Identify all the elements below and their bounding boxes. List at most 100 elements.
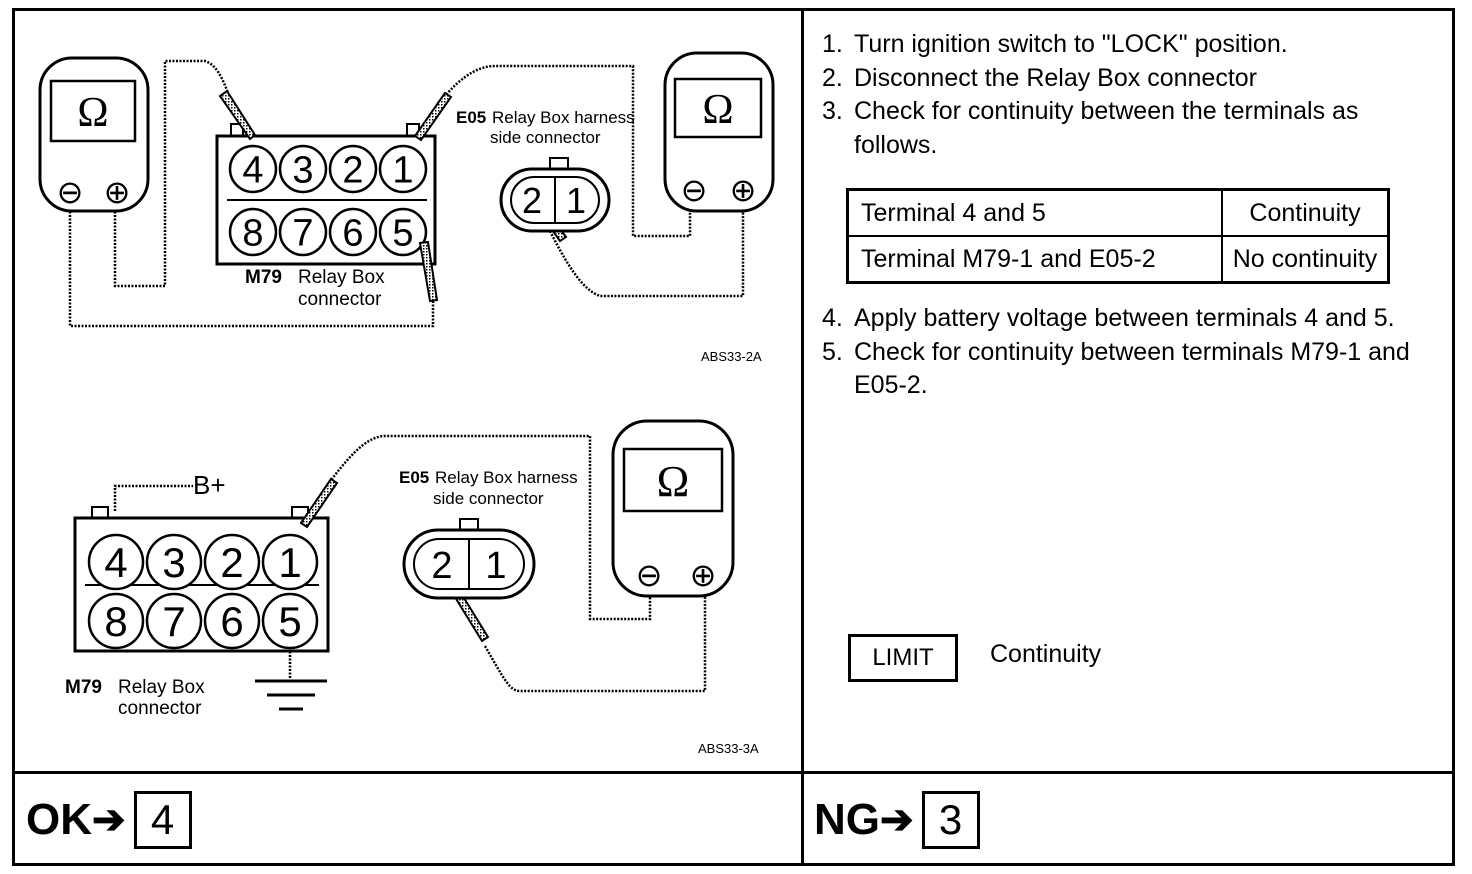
ok-step-link[interactable]: 4 [133, 791, 192, 849]
table-cell: No continuity [1221, 235, 1390, 284]
top-connector-pin-circle [378, 144, 428, 194]
bottom-connector-pin-circle [145, 592, 203, 650]
top-wire-minus-to-5 [68, 194, 435, 328]
bottom-connector-id: M79 [65, 677, 102, 698]
ok-label: OK [26, 795, 92, 844]
bottom-connector-name2: connector [118, 698, 202, 719]
top-connector-pin-label: 3 [292, 150, 313, 192]
table-cell: Terminal M79-1 and E05-2 [846, 235, 1223, 284]
battery-label: B+ [193, 470, 226, 500]
top-left-meter-plus-icon: ⊕ [104, 173, 131, 211]
instruction-step: 5.Check for continuity between terminals… [822, 336, 1442, 403]
step-text: Turn ignition switch to "LOCK" position. [854, 30, 1288, 58]
bottom-figure-code: ABS33-3A [698, 741, 759, 756]
bottom-wire-b-plus [113, 484, 193, 511]
top-connector-pin-circle [378, 207, 428, 257]
top-probe-4 [218, 89, 257, 141]
limit-value: Continuity [990, 640, 1102, 668]
top-left-meter-omega: Ω [77, 90, 108, 136]
page-frame [12, 8, 1455, 866]
top-wires [68, 59, 745, 328]
ng-label: NG [814, 795, 880, 844]
bottom-harness-id: E05 [399, 468, 429, 487]
top-probe-5 [418, 240, 439, 303]
bottom-harness-pin-1: 1 [485, 545, 506, 587]
instruction-step: 2. Disconnect the Relay Box connector [822, 62, 1442, 96]
top-wire-plus-to-4 [113, 59, 237, 288]
top-harness-pin-2: 2 [522, 180, 542, 221]
ng-result: NG ➔ 3 [814, 788, 980, 852]
result-divider [12, 771, 1455, 774]
bottom-meter-plus-icon: ⊕ [690, 556, 717, 594]
bottom-connector-pin-label: 6 [220, 598, 243, 645]
ground-icon [255, 679, 327, 711]
top-left-ohmmeter: Ω ⊖ ⊕ [38, 56, 150, 213]
top-harness-connector: 2 1 [499, 157, 611, 233]
bottom-connector-pin-circle [87, 592, 145, 650]
step-number: 1. [822, 30, 843, 58]
bottom-connector-pin-label: 8 [104, 598, 127, 645]
top-connector-pin-label: 4 [242, 150, 263, 192]
bottom-harness-name: Relay Box harness [435, 468, 578, 487]
ok-arrow-icon: ➔ [92, 798, 126, 842]
top-connector-pin-label: 1 [392, 150, 413, 192]
bottom-connector-pin-label: 5 [278, 598, 301, 645]
step-text: Check for continuity between terminals M… [854, 337, 1410, 400]
top-connector-pin-label: 6 [342, 213, 363, 255]
top-connector-name2: connector [298, 289, 382, 310]
bottom-probe-1 [299, 477, 339, 529]
top-right-ohmmeter: Ω ⊖ ⊕ [663, 51, 775, 213]
instruction-step: 3.Check for continuity between the termi… [822, 95, 1442, 162]
continuity-table: Terminal 4 and 5 Continuity Terminal M79… [846, 188, 1390, 284]
top-connector-pin-circle [228, 144, 278, 194]
table-row: Terminal 4 and 5 Continuity [846, 188, 1390, 237]
bottom-connector-pin-circle [261, 533, 319, 591]
ng-arrow-icon: ➔ [880, 798, 914, 842]
table-cell: Continuity [1221, 188, 1390, 237]
bottom-connector-pin-circle [203, 533, 261, 591]
top-connector-pin-circle [278, 144, 328, 194]
bottom-connector-pin-circle [261, 592, 319, 650]
bottom-wire-1-to-meter [321, 434, 652, 621]
top-right-meter-minus-icon: ⊖ [681, 171, 708, 209]
top-harness-id: E05 [456, 108, 486, 127]
instruction-steps-b: 4.Apply battery voltage between terminal… [822, 302, 1442, 403]
top-left-meter-minus-icon: ⊖ [57, 173, 84, 211]
top-connector-pin-circle [328, 144, 378, 194]
top-harness-name2: side connector [490, 128, 601, 147]
bottom-harness-pin-2: 2 [431, 545, 452, 587]
step-text: Check for continuity between the termina… [854, 97, 1359, 159]
bottom-connector-pin-label: 4 [104, 539, 127, 586]
top-probe-1 [413, 91, 453, 142]
top-connector-pin-label: 2 [342, 150, 363, 192]
top-harness-name: Relay Box harness [492, 108, 635, 127]
table-row: Terminal M79-1 and E05-2 No continuity [846, 235, 1390, 284]
bottom-connector-pin-label: 2 [220, 539, 243, 586]
step-text: Apply battery voltage between terminals … [854, 304, 1395, 332]
ok-result: OK ➔ 4 [26, 788, 192, 852]
instruction-steps-a: 1. Turn ignition switch to "LOCK" positio… [822, 28, 1442, 162]
top-connector-pin-label: 5 [392, 213, 413, 255]
top-connector-pin-label: 8 [242, 213, 263, 255]
top-connector-id: M79 [245, 267, 282, 288]
bottom-connector-pin-label: 1 [278, 539, 301, 586]
top-connector-name: Relay Box [298, 267, 385, 288]
top-wire-e05-to-meter [548, 204, 745, 298]
top-connector-pin-circle [328, 207, 378, 257]
bottom-connector-pin-circle [87, 533, 145, 591]
step-number: 2. [822, 63, 843, 92]
column-divider [801, 8, 804, 866]
ng-step-link[interactable]: 3 [921, 791, 980, 849]
bottom-wires [113, 434, 707, 693]
bottom-meter-minus-icon: ⊖ [636, 556, 663, 594]
step-text: Disconnect the Relay Box connector [854, 63, 1257, 92]
bottom-harness-name2: side connector [433, 489, 544, 508]
instruction-step: 1. Turn ignition switch to "LOCK" positio… [822, 28, 1442, 62]
